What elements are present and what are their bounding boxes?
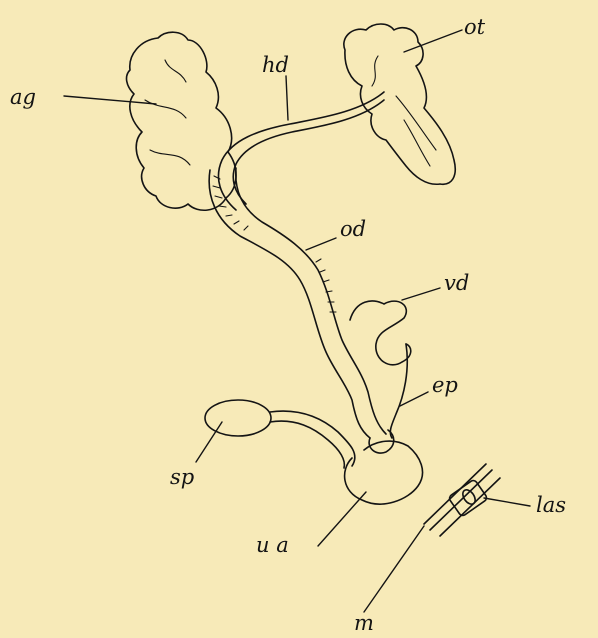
leader-m [364,526,424,612]
leader-ot [404,30,462,52]
genital-atrium [345,441,423,504]
label-sp: sp [170,465,194,489]
spermatheca [205,400,271,436]
lung-aperture-pore [460,488,477,507]
epiphallus [390,344,407,438]
oviduct-stripes [213,176,336,312]
label-m: m [354,611,374,635]
label-las: las [536,493,566,517]
leader-hd [286,76,288,120]
label-ot: ot [464,15,486,39]
leader-od [306,238,336,250]
hermaphrodite-duct [218,92,384,210]
leader-ep [400,392,428,406]
leader-vd [402,288,440,300]
leader-sp [196,422,222,462]
label-ep: ep [432,373,458,397]
hermaphrodite-duct-inner [233,100,384,204]
albumen-gland-texture [145,60,190,165]
oviduct [209,170,370,438]
label-od: od [340,217,366,241]
leader-ag [64,96,156,104]
label-ag: ag [10,85,36,109]
body-wall [424,464,500,536]
ovotestis [344,24,455,184]
label-hd: hd [262,53,289,77]
label-ua: u a [256,533,289,557]
leader-ua [318,492,366,546]
lung-aperture [448,479,488,517]
oviduct-inner [236,168,386,434]
leader-las [484,498,530,506]
label-vd: vd [444,271,469,295]
vas-deferens [350,301,411,365]
